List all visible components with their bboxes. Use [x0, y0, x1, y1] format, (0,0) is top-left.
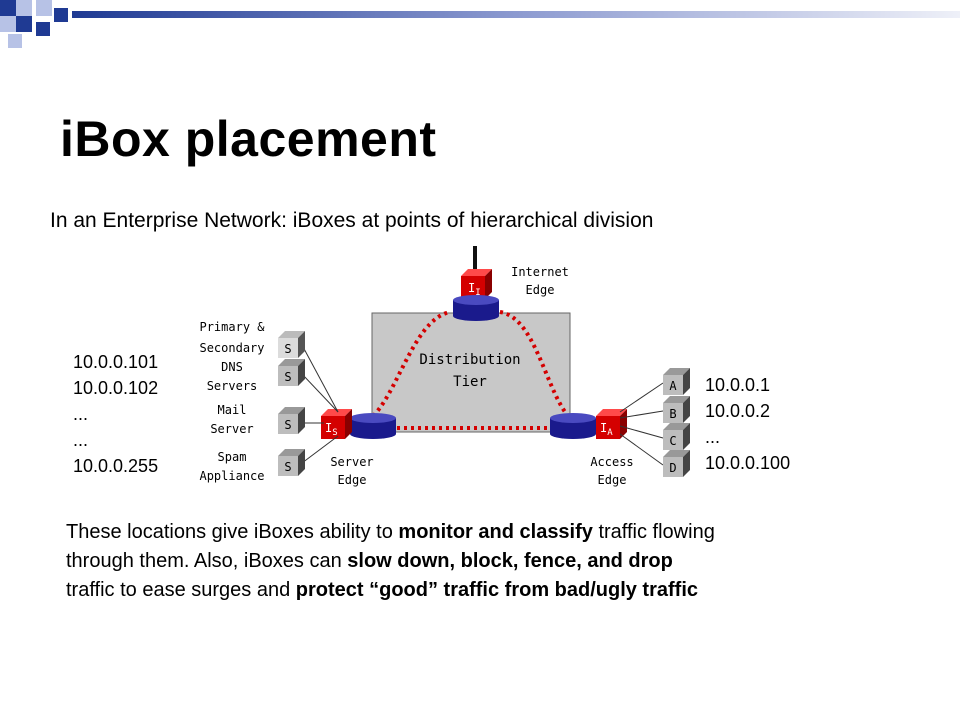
internet-edge-label-2: Edge [526, 283, 555, 297]
body-bold-2: slow down, block, fence, and drop [347, 550, 673, 572]
server-letter: S [284, 418, 291, 432]
router-access [550, 413, 596, 439]
distribution-tier-label-2: Tier [453, 374, 487, 390]
page-subtitle: In an Enterprise Network: iBoxes at poin… [50, 209, 654, 232]
ibox-server: IS [321, 409, 352, 439]
host-ip-list: 10.0.0.1 10.0.0.2 ... 10.0.0.100 [705, 372, 790, 476]
router-internet [453, 295, 499, 321]
host-letter: D [669, 461, 676, 475]
ibox-access-label: IA [600, 421, 613, 438]
host-node: C [663, 423, 690, 450]
server-letter: S [284, 370, 291, 384]
page-title: iBox placement [60, 111, 437, 167]
host-ip: 10.0.0.100 [705, 453, 791, 473]
server-ip: 10.0.0.255 [73, 456, 159, 476]
host-links [619, 382, 664, 466]
host-letter: A [669, 379, 677, 393]
server-ip: 10.0.0.102 [73, 378, 159, 398]
access-edge-label-1: Access [590, 455, 633, 469]
mail-label-1: Mail [218, 403, 247, 417]
host-ip: ... [705, 427, 721, 447]
internet-uplink [473, 246, 477, 274]
internet-edge-label-1: Internet [511, 265, 569, 279]
server-ip: 10.0.0.101 [73, 352, 159, 372]
mail-label-2: Server [210, 422, 253, 436]
corner-decoration [0, 0, 960, 48]
dns-label-2: Secondary [199, 341, 264, 355]
access-edge-label-2: Edge [598, 473, 627, 487]
server-node: S [278, 449, 305, 476]
server-node: S [278, 331, 305, 358]
server-node: S [278, 359, 305, 386]
body-text-3: traffic to ease surges and [66, 579, 296, 601]
ibox-internet: II [461, 269, 492, 299]
spam-label-1: Spam [218, 450, 247, 464]
host-ip: 10.0.0.1 [705, 375, 771, 395]
dns-label-1: Primary & [199, 320, 265, 334]
server-letter: S [284, 342, 291, 356]
body-bold-3: protect “good” traffic from bad/ugly tra… [295, 579, 699, 601]
host-letter: B [669, 407, 676, 421]
server-edge-label-1: Server [330, 455, 373, 469]
server-ip-list: 10.0.0.101 10.0.0.102 ... ... 10.0.0.255 [73, 349, 158, 479]
server-ip: ... [73, 430, 89, 450]
body-text-1: These locations give iBoxes ability to [66, 521, 399, 543]
body-bold-1: monitor and classify [398, 521, 593, 543]
host-node: B [663, 396, 690, 423]
host-ip: 10.0.0.2 [705, 401, 771, 421]
host-letter: C [669, 434, 676, 448]
ibox-server-label: IS [325, 421, 338, 438]
distribution-tier-box [371, 312, 571, 433]
server-letter: S [284, 460, 291, 474]
server-links [301, 344, 339, 464]
server-ip: ... [73, 404, 89, 424]
host-node: D [663, 450, 690, 477]
spam-label-2: Appliance [199, 469, 264, 483]
server-edge-label-2: Edge [338, 473, 367, 487]
ibox-internet-label: II [468, 281, 481, 298]
distribution-tier-label-1: Distribution [419, 352, 520, 368]
body-paragraph: These locations give iBoxes ability to m… [66, 518, 716, 605]
dotted-path-left [361, 310, 451, 426]
ibox-access: IA [596, 409, 627, 439]
server-node: S [278, 407, 305, 434]
dns-label-3: DNS [221, 360, 243, 374]
dns-label-4: Servers [207, 379, 258, 393]
host-node: A [663, 368, 690, 395]
body-text-2: traffic flowing through them. Also, iBox… [66, 521, 715, 572]
router-server [350, 413, 396, 439]
